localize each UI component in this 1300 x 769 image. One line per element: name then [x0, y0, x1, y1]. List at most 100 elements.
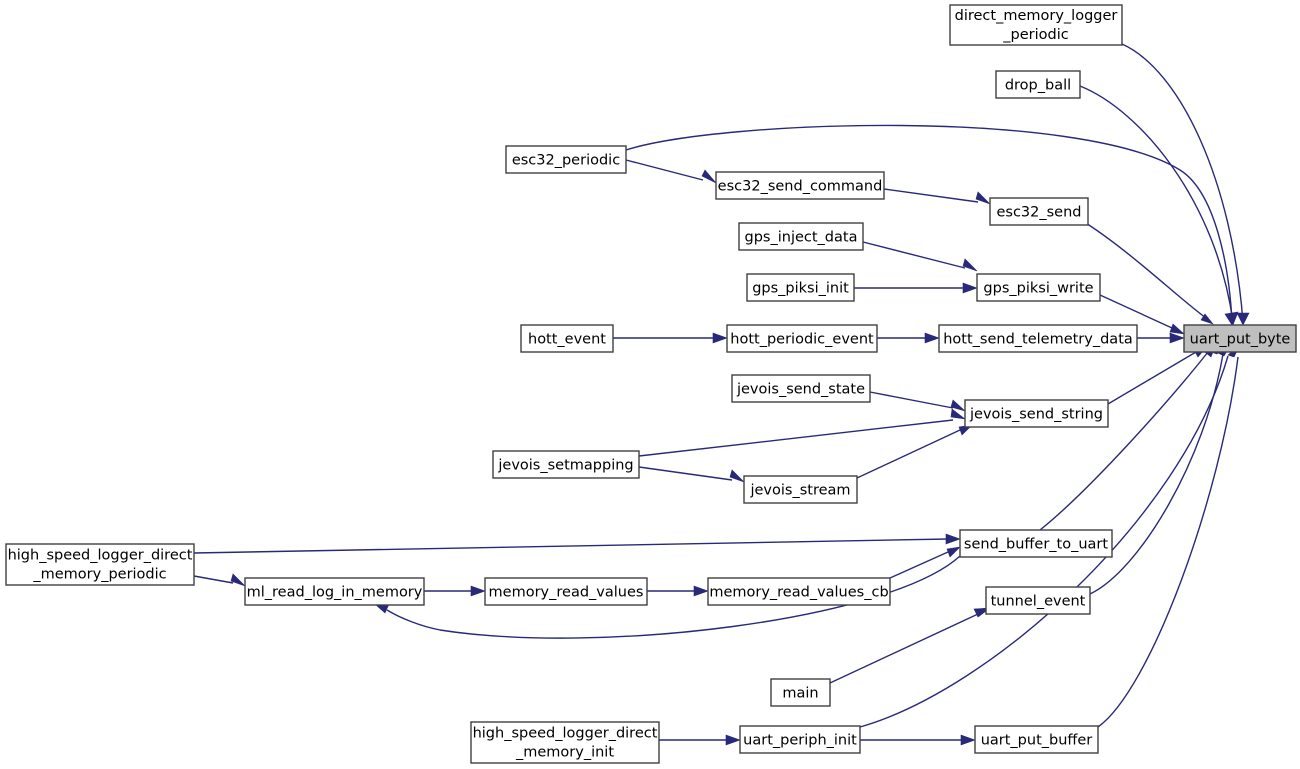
arrowhead-icon — [945, 533, 961, 545]
node-box[interactable] — [715, 171, 885, 200]
node-hott_send_telemetry_data[interactable]: hott_send_telemetry_data — [938, 324, 1138, 353]
node-label: uart_put_byte — [1190, 332, 1291, 348]
node-box[interactable] — [1183, 324, 1297, 353]
node-memory_read_values[interactable]: memory_read_values — [484, 577, 648, 606]
node-box[interactable] — [985, 586, 1091, 615]
node-box[interactable] — [707, 577, 891, 606]
node-box[interactable] — [746, 273, 855, 302]
node-uart_put_byte[interactable]: uart_put_byte — [1183, 324, 1297, 353]
node-label: drop_ball — [1005, 78, 1071, 94]
node-label: uart_put_buffer — [981, 733, 1093, 749]
node-box[interactable] — [505, 145, 627, 174]
edge-gps_inject_data-to-gps_piksi_write — [862, 241, 978, 272]
node-box[interactable] — [739, 725, 861, 754]
edge-line — [1079, 85, 1234, 323]
node-label: ml_read_log_in_memory — [247, 585, 423, 601]
node-box[interactable] — [959, 529, 1113, 558]
edge-esc32_send_command-to-esc32_send — [883, 188, 991, 205]
node-box[interactable] — [470, 721, 660, 764]
node-main[interactable]: main — [770, 678, 831, 707]
edge-memory_read_values_cb-to-send_buffer_to_uart — [889, 546, 961, 579]
node-jevois_stream[interactable]: jevois_stream — [743, 475, 858, 504]
node-gps_piksi_init[interactable]: gps_piksi_init — [746, 273, 855, 302]
node-box[interactable] — [949, 4, 1123, 46]
node-memory_read_values_cb[interactable]: memory_read_values_cb — [707, 577, 891, 606]
node-direct_memory_logger_periodic[interactable]: direct_memory_logger_periodic — [949, 4, 1123, 46]
edge-jevois_setmapping-to-jevois_send_string — [638, 408, 967, 457]
edge-esc32_send-to-uart_put_byte — [1077, 217, 1214, 325]
node-label-line1: high_speed_logger_direct — [473, 726, 658, 742]
node-box[interactable] — [244, 577, 425, 606]
arrowhead-icon — [701, 169, 717, 184]
edge-line — [1039, 351, 1209, 531]
node-label: esc32_send_command — [718, 179, 883, 195]
node-high_speed_logger_direct_memory_periodic[interactable]: high_speed_logger_direct_memory_periodic — [5, 543, 195, 586]
node-label: jevois_send_state — [736, 382, 865, 398]
node-gps_inject_data[interactable]: gps_inject_data — [738, 222, 864, 251]
node-esc32_send_command[interactable]: esc32_send_command — [715, 171, 885, 200]
node-gps_piksi_write[interactable]: gps_piksi_write — [976, 273, 1101, 302]
edge-main-to-tunnel_event — [829, 607, 991, 684]
edge-jevois_stream-to-jevois_send_string — [856, 424, 973, 479]
edge-line — [869, 391, 954, 409]
edge-esc32_periodic-to-uart_put_byte — [625, 124, 1238, 326]
edge-line — [862, 241, 966, 269]
node-label: gps_piksi_write — [983, 281, 1093, 297]
node-jevois_setmapping[interactable]: jevois_setmapping — [492, 450, 640, 479]
node-hott_periodic_event[interactable]: hott_periodic_event — [726, 324, 878, 353]
node-ml_read_log_in_memory[interactable]: ml_read_log_in_memory — [244, 577, 425, 606]
node-box[interactable] — [492, 450, 640, 479]
node-box[interactable] — [995, 70, 1081, 99]
edge-high_speed_logger_direct_memory_periodic-to-ml_read_log_in_memory — [193, 573, 246, 587]
node-esc32_periodic[interactable]: esc32_periodic — [505, 145, 627, 174]
node-box[interactable] — [726, 324, 878, 353]
node-esc32_send[interactable]: esc32_send — [989, 197, 1089, 226]
node-box[interactable] — [484, 577, 648, 606]
node-box[interactable] — [520, 324, 614, 353]
arrowhead-icon — [962, 282, 978, 294]
node-drop_ball[interactable]: drop_ball — [995, 70, 1081, 99]
arrowhead-icon — [960, 734, 976, 746]
node-box[interactable] — [5, 543, 195, 586]
edge-drop_ball-to-uart_put_byte — [1079, 85, 1239, 326]
node-uart_put_buffer[interactable]: uart_put_buffer — [974, 725, 1099, 754]
node-high_speed_logger_direct_memory_init[interactable]: high_speed_logger_direct_memory_init — [470, 721, 660, 764]
node-label: gps_piksi_init — [752, 281, 849, 297]
node-box[interactable] — [989, 197, 1089, 226]
node-box[interactable] — [976, 273, 1101, 302]
node-hott_event[interactable]: hott_event — [520, 324, 614, 353]
node-uart_periph_init[interactable]: uart_periph_init — [739, 725, 861, 754]
node-label: esc32_periodic — [512, 153, 620, 169]
edge-uart_periph_init-to-uart_put_buffer — [860, 734, 976, 746]
edge-line — [829, 613, 979, 684]
node-tunnel_event[interactable]: tunnel_event — [985, 586, 1091, 615]
node-box[interactable] — [743, 475, 858, 504]
arrowhead-icon — [1169, 323, 1185, 335]
node-box[interactable] — [974, 725, 1099, 754]
edge-line — [625, 159, 704, 181]
edge-high_speed_logger_direct_memory_init-to-uart_periph_init — [659, 734, 741, 746]
arrowhead-icon — [1236, 312, 1250, 326]
edge-line — [386, 555, 961, 639]
node-label: main — [782, 686, 818, 702]
node-box[interactable] — [731, 374, 871, 403]
node-label: hott_send_telemetry_data — [943, 332, 1133, 348]
node-label-line2: _periodic — [1002, 27, 1068, 43]
node-label: gps_inject_data — [745, 230, 858, 246]
node-label: jevois_setmapping — [497, 458, 633, 474]
edge-jevois_setmapping-to-jevois_stream — [638, 466, 745, 483]
arrowhead-icon — [1200, 313, 1214, 325]
edge-line — [638, 419, 954, 457]
node-box[interactable] — [770, 678, 831, 707]
node-box[interactable] — [938, 324, 1138, 353]
edge-hott_event-to-hott_periodic_event — [613, 332, 728, 344]
node-jevois_send_state[interactable]: jevois_send_state — [731, 374, 871, 403]
edges-layer — [193, 43, 1250, 746]
node-send_buffer_to_uart[interactable]: send_buffer_to_uart — [959, 529, 1113, 558]
node-jevois_send_string[interactable]: jevois_send_string — [964, 399, 1109, 428]
node-box[interactable] — [964, 399, 1109, 428]
node-label: jevois_stream — [749, 483, 850, 499]
node-box[interactable] — [738, 222, 864, 251]
edge-line — [883, 188, 979, 203]
